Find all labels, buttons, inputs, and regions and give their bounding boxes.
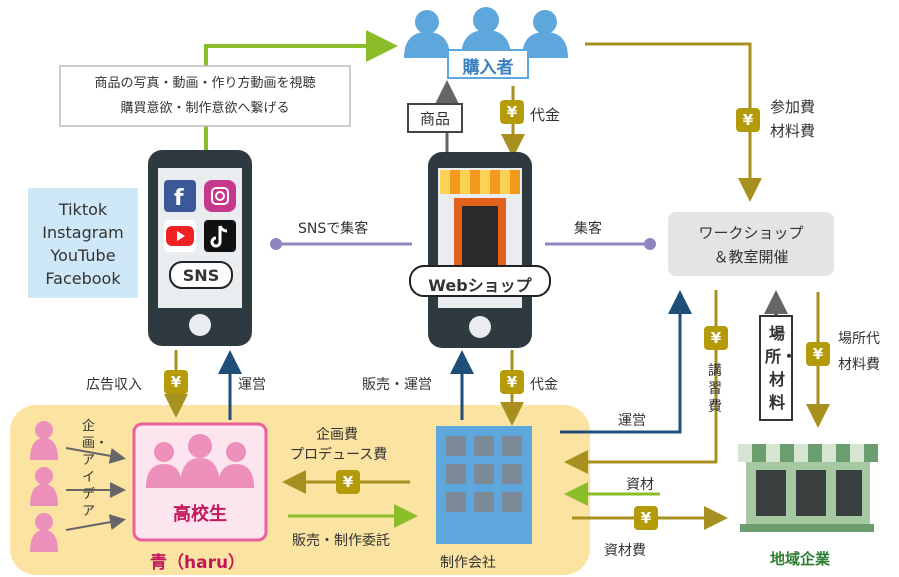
venue-materials-fee-label: 材料費 [838,357,880,373]
arrow-operation-right [560,290,692,434]
buyer-people-icon [404,7,568,58]
sns-list-item-2: Instagram [42,223,124,242]
arrow-lecture-fee [564,290,718,474]
sns-list-item-4: Facebook [45,269,121,288]
payment-top-label: 代金 [530,106,561,124]
operation-right-label: 運営 [618,413,646,429]
lecture-fee-label: 講習費 [708,363,722,415]
shop-awning-icon [440,170,520,274]
svg-text:f: f [174,186,184,211]
idea-label: 企画・アイデア [82,419,109,519]
facebook-icon [164,180,196,212]
sns-list-box [28,188,138,298]
idea-people-icon [30,421,58,552]
yen-icon-payment-top: ¥ [500,100,524,124]
sales-operation-label: 販売・運営 [362,377,432,393]
local-business-icon [738,444,878,532]
sns-attract-label: SNSで集客 [298,221,369,237]
materials-fee-label: 材料費 [770,122,816,140]
web-label: Webショップ [428,276,532,295]
instagram-icon [204,180,236,212]
ad-income-label: 広告収入 [86,377,142,393]
venue-fee-label: 場所代 [838,331,880,347]
yen-icon-payment-mid: ¥ [500,370,524,394]
yen-icon-materials: ¥ [634,506,658,530]
participation-label: 参加費 [770,98,816,116]
students-label: 高校生 [173,504,227,525]
note-line-2: 購買意欲・制作意欲へ繋げる [120,101,290,116]
sns-label-pill [169,261,233,289]
yen-icon-planning: ¥ [336,470,360,494]
materials-cost-label: 資材費 [604,543,646,559]
planning-fee-label: 企画費 [316,427,358,443]
note-box [59,65,351,127]
company-label: 制作会社 [440,555,496,571]
operation-left-label: 運営 [238,377,266,393]
payment-mid-label: 代金 [530,377,558,393]
buyer-label: 購入者 [462,58,514,78]
workshop-line-1: ワークショップ [698,224,804,242]
sales-commission-label: 販売・制作委託 [292,533,390,549]
sns-list-item-3: YouTube [50,246,116,265]
yen-icon-participation: ¥ [736,108,760,132]
students-people-icon [146,434,254,488]
workshop-box [668,212,834,276]
materials-label: 資材 [626,477,654,493]
haru-label: 青（haru） [150,553,246,573]
buyer-label-box [447,49,529,79]
venue-materials-label: 場所・材料 [765,324,798,412]
note-line-1: 商品の写真・動画・作り方動画を視聴 [94,76,316,91]
production-fee-label: プロデュース費 [290,447,388,463]
sns-list-item-1: Tiktok [58,200,108,219]
yen-icon-ad-income: ¥ [164,370,188,394]
web-label-pill [409,265,551,297]
product-label: 商品 [419,110,450,128]
yen-icon-venue: ¥ [806,342,830,366]
local-business-label: 地域企業 [770,550,831,568]
product-label-box [407,103,463,133]
attract-label: 集客 [574,221,602,237]
sns-label: SNS [182,266,220,285]
arrow-buyer-to-workshop [585,42,762,202]
workshop-line-2: ＆教室開催 [713,248,789,266]
yen-icon-lecture: ¥ [704,326,728,350]
